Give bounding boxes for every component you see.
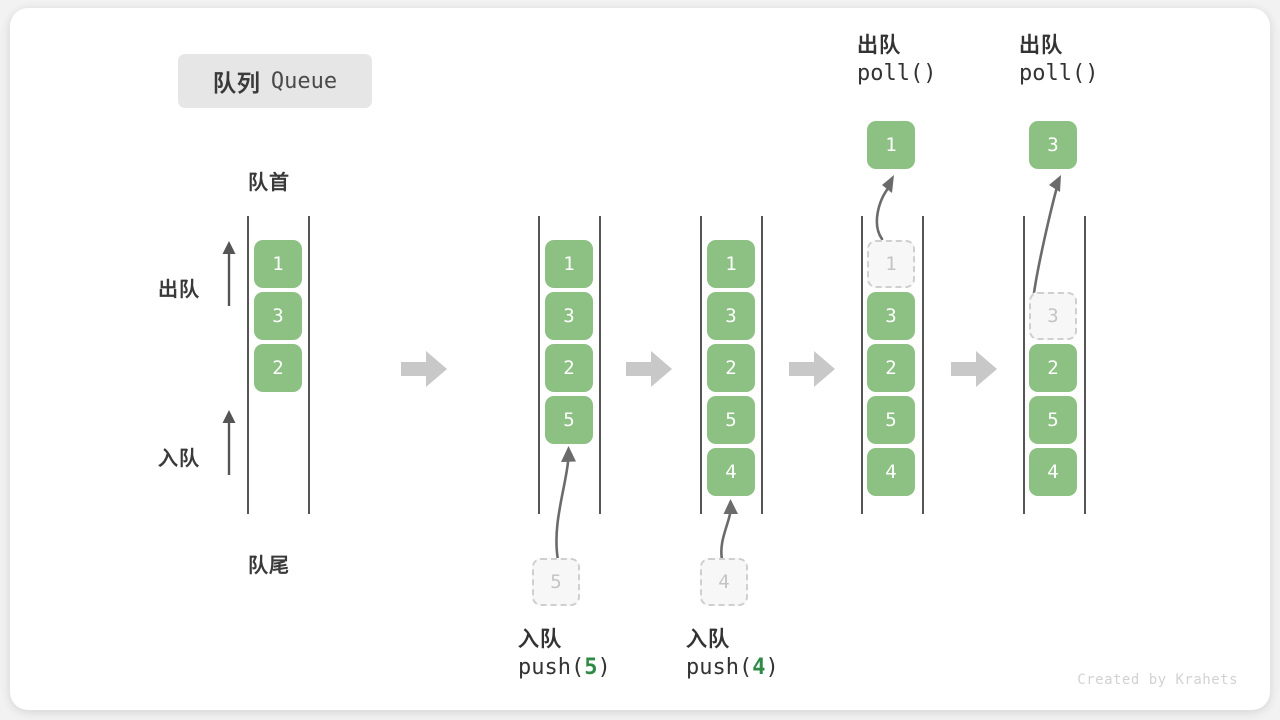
popped-value-cell: 1 xyxy=(867,121,915,169)
incoming-ghost-cell: 4 xyxy=(700,558,748,606)
step-arrow-icon xyxy=(401,351,447,387)
queue-cell: 1 xyxy=(254,240,302,288)
queue-cell: 1 xyxy=(545,240,593,288)
push-4-arg: 4 xyxy=(752,655,766,681)
push-4-caption-code: push(4) xyxy=(686,655,779,681)
poll-1-header-code: poll() xyxy=(857,61,937,87)
queue-rail-left-poll1 xyxy=(861,216,863,514)
queue-rail-right-push5 xyxy=(599,216,601,514)
diagram-card: 队列 Queue 队首 队尾 出队 入队 1 3 2 1 3 xyxy=(10,8,1270,710)
enqueue-side-label: 入队 xyxy=(158,448,200,470)
step-arrow-icon xyxy=(951,351,997,387)
queue-cell: 5 xyxy=(707,396,755,444)
queue-cell: 4 xyxy=(867,448,915,496)
enqueue-direction-arrow-icon xyxy=(222,410,236,475)
watermark: Created by Krahets xyxy=(1077,672,1238,688)
queue-rail-right-poll3 xyxy=(1084,216,1086,514)
poll-3-header-code: poll() xyxy=(1019,61,1099,87)
push-4-caption: 入队 push(4) xyxy=(686,628,779,684)
queue-cell: 4 xyxy=(1029,448,1077,496)
queue-cell: 3 xyxy=(707,292,755,340)
queue-cell: 2 xyxy=(707,344,755,392)
queue-rear-label: 队尾 xyxy=(248,555,290,577)
queue-rail-left-initial xyxy=(247,216,249,514)
dequeue-motion-arrow-icon xyxy=(1032,175,1061,295)
step-arrow-icon xyxy=(626,351,672,387)
queue-cell: 1 xyxy=(707,240,755,288)
queue-cell: 5 xyxy=(867,396,915,444)
queue-cell: 3 xyxy=(254,292,302,340)
step-arrow-icon xyxy=(789,351,835,387)
dequeue-side-label: 出队 xyxy=(158,279,200,301)
queue-rail-right-poll1 xyxy=(922,216,924,514)
queue-rail-right-push4 xyxy=(761,216,763,514)
enqueue-motion-arrow-icon xyxy=(720,499,738,562)
queue-cell: 2 xyxy=(1029,344,1077,392)
queue-rail-left-push4 xyxy=(700,216,702,514)
enqueue-motion-arrow-icon xyxy=(555,446,576,562)
poll-1-header-cn: 出队 xyxy=(857,34,901,57)
poll-3-header-cn: 出队 xyxy=(1019,34,1063,57)
incoming-ghost-cell: 5 xyxy=(532,558,580,606)
queue-cell: 3 xyxy=(545,292,593,340)
push-5-caption-cn: 入队 xyxy=(518,628,562,651)
title-badge: 队列 Queue xyxy=(178,54,372,108)
queue-cell-new: 5 xyxy=(545,396,593,444)
poll-3-header: 出队 poll() xyxy=(1019,34,1098,90)
queue-rail-left-poll3 xyxy=(1023,216,1025,514)
push-5-caption: 入队 push(5) xyxy=(518,628,611,684)
popped-value-cell: 3 xyxy=(1029,121,1077,169)
queue-cell: 2 xyxy=(867,344,915,392)
push-4-caption-cn: 入队 xyxy=(686,628,730,651)
poll-1-header: 出队 poll() xyxy=(857,34,936,90)
queue-cell: 3 xyxy=(867,292,915,340)
push-5-caption-code: push(5) xyxy=(518,655,611,681)
queue-cell: 2 xyxy=(545,344,593,392)
dequeue-direction-arrow-icon xyxy=(222,241,236,306)
push-5-arg: 5 xyxy=(584,655,598,681)
queue-rail-left-push5 xyxy=(538,216,540,514)
queue-cell-new: 4 xyxy=(707,448,755,496)
queue-cell: 5 xyxy=(1029,396,1077,444)
outgoing-ghost-cell: 1 xyxy=(867,240,915,288)
title-en: Queue xyxy=(270,68,338,94)
queue-cell: 2 xyxy=(254,344,302,392)
queue-front-label: 队首 xyxy=(248,172,290,194)
queue-rail-right-initial xyxy=(308,216,310,514)
dequeue-motion-arrow-icon xyxy=(875,175,894,241)
outgoing-ghost-cell: 3 xyxy=(1029,292,1077,340)
title-cn: 队列 xyxy=(212,70,261,96)
